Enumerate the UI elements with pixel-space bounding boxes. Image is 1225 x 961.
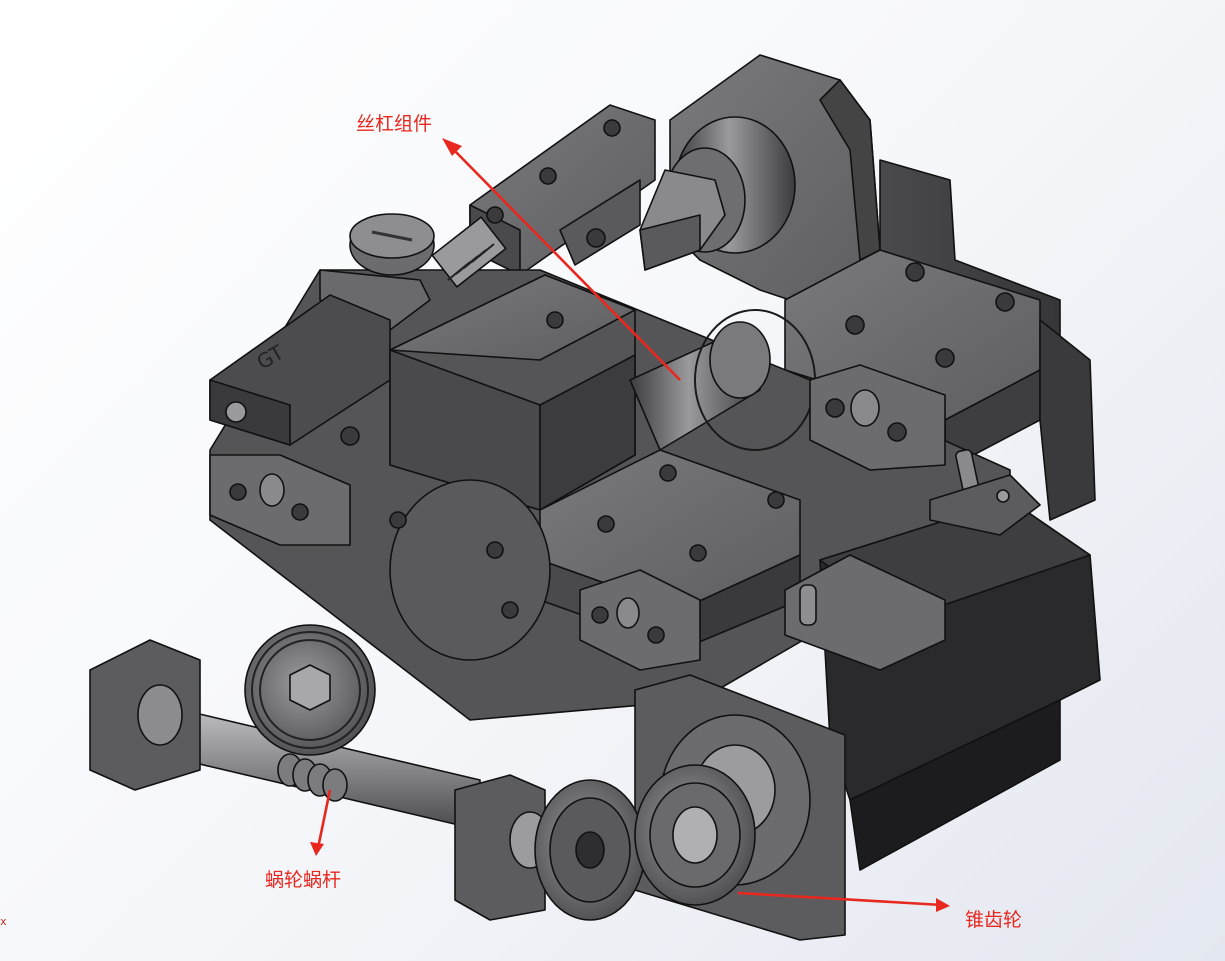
worm-gear-arrow — [316, 789, 332, 849]
left-clamp-housing — [319, 269, 431, 331]
lead-screw-label: 丝杠组件 — [356, 113, 433, 135]
bevel-gear-right — [634, 764, 756, 906]
lead-screw-arrow — [451, 147, 681, 381]
motor-bracket — [784, 554, 946, 671]
bevel-gear-left — [534, 779, 646, 921]
worm-screw — [277, 753, 348, 802]
worm-gear-label: 蜗轮蜗杆 — [265, 869, 342, 891]
compression-spring — [431, 216, 507, 288]
bevel-gear-label: 锥齿轮 — [965, 909, 1023, 931]
hex-nut — [289, 664, 331, 711]
right-end-plate — [454, 774, 546, 921]
ballscrew-flange — [389, 479, 551, 661]
axis-triad-mark: x — [0, 915, 7, 928]
bevel-gear-arrow — [737, 891, 943, 907]
